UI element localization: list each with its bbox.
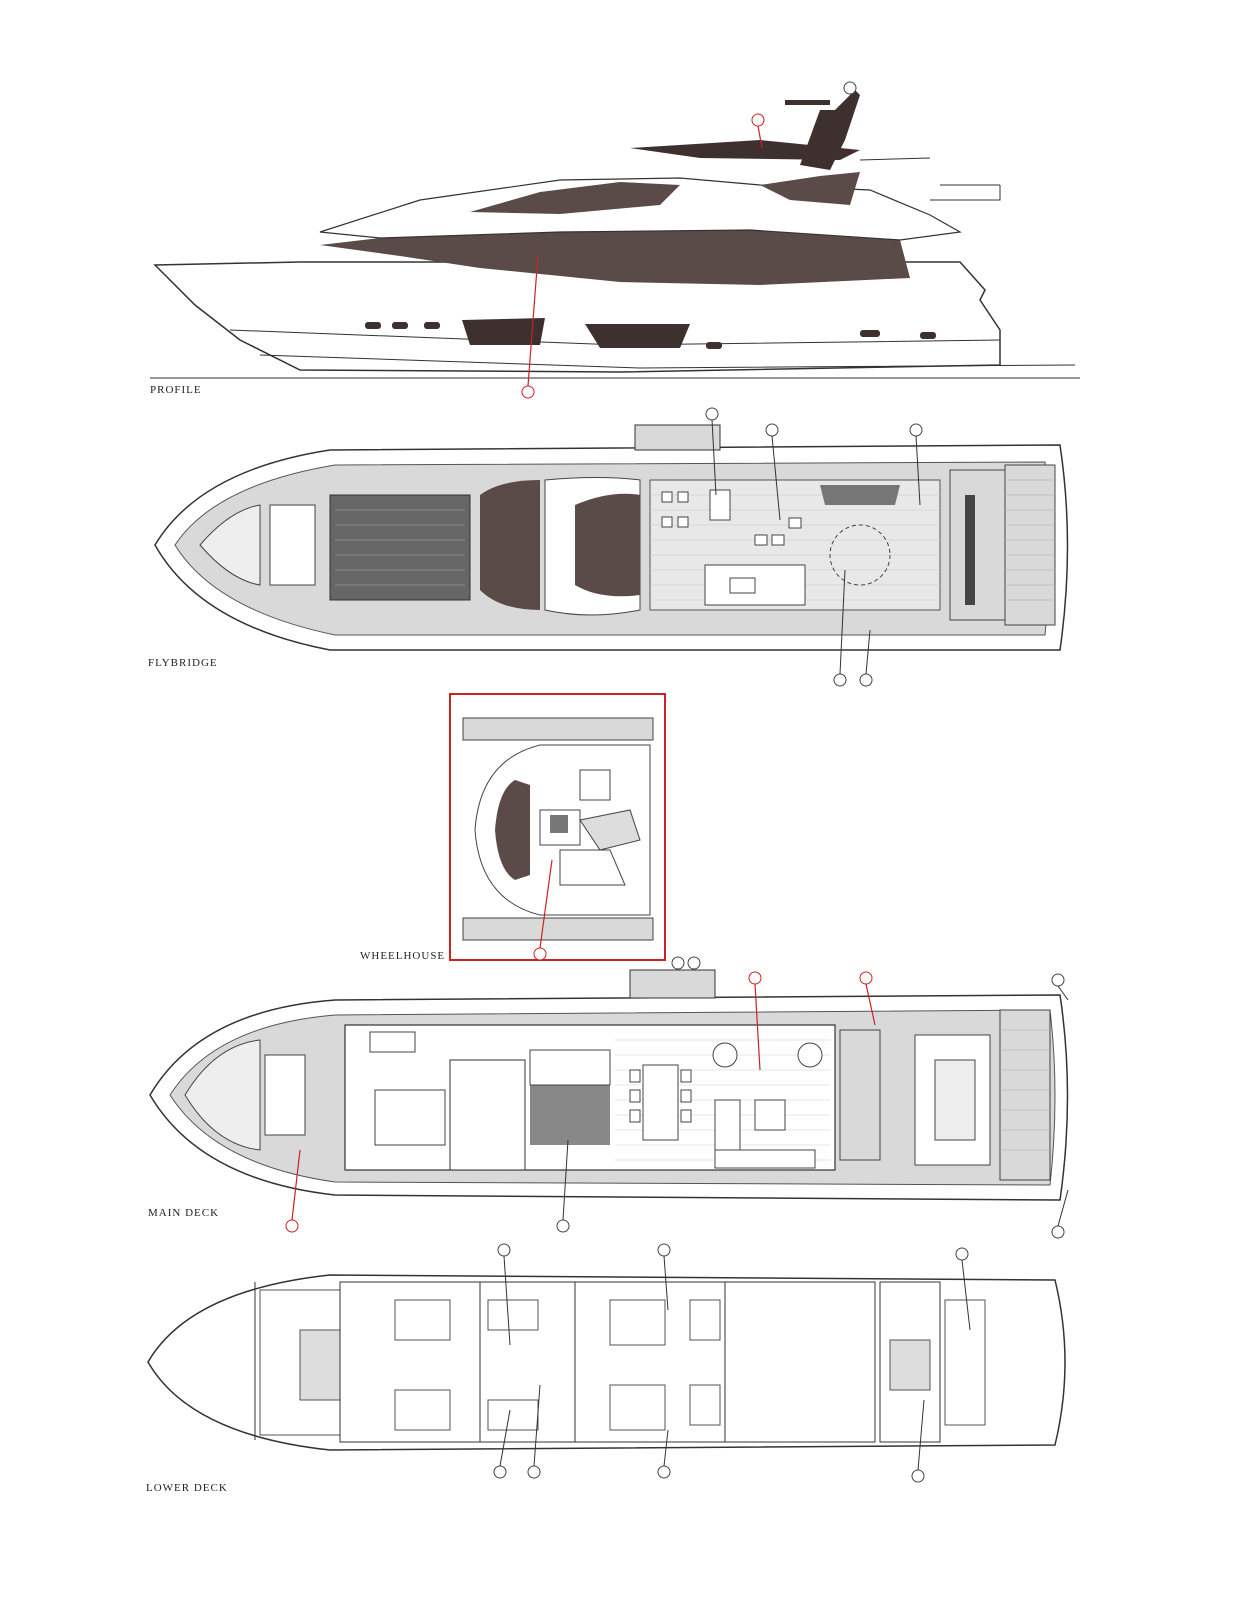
section-label-main-deck: MAIN DECK bbox=[148, 1207, 220, 1219]
wheelhouse-view bbox=[449, 693, 666, 961]
section-label-profile: PROFILE bbox=[150, 384, 202, 396]
flybridge-view bbox=[154, 407, 1069, 687]
section-label-flybridge: FLYBRIDGE bbox=[148, 657, 218, 669]
profile-main-glass bbox=[320, 230, 910, 285]
lower-deck-view bbox=[147, 1243, 1066, 1483]
profile-radar-arch bbox=[800, 90, 860, 170]
profile-hardtop bbox=[630, 140, 860, 160]
wheelhouse-frame bbox=[449, 693, 666, 961]
section-label-lower-deck: LOWER DECK bbox=[146, 1482, 228, 1494]
profile-fly-glass bbox=[470, 182, 680, 214]
section-label-wheelhouse: WHEELHOUSE bbox=[360, 950, 446, 962]
profile-view bbox=[150, 81, 1080, 399]
main-deck-view bbox=[149, 956, 1069, 1239]
